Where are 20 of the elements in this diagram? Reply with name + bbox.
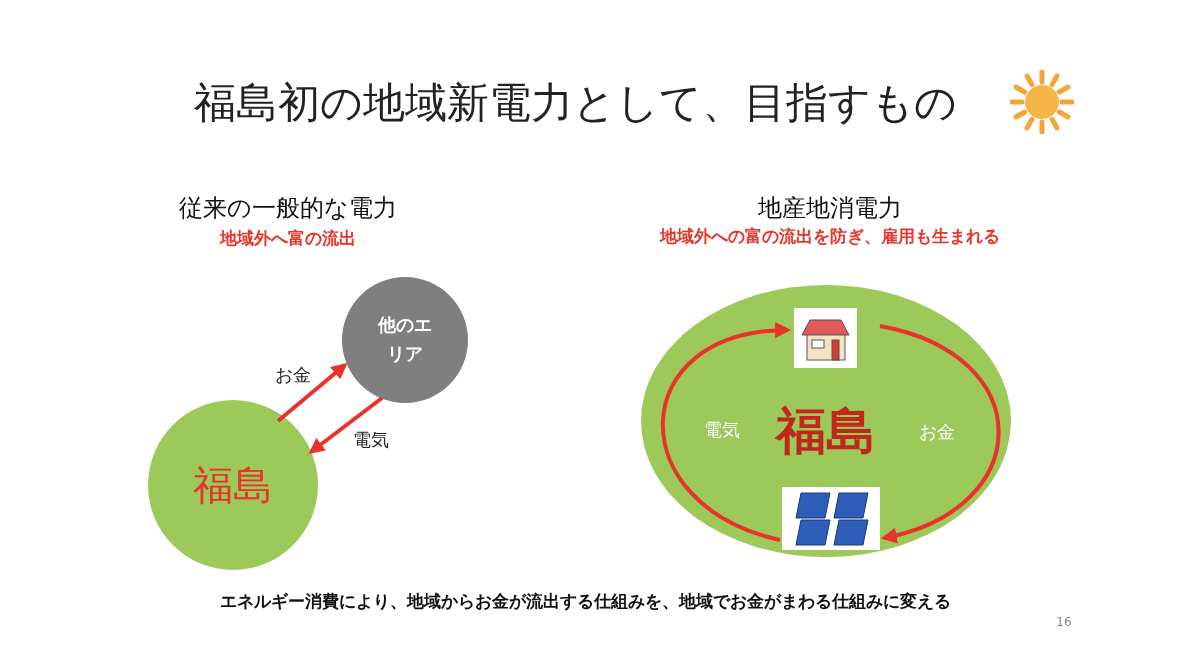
edge-label: 電気 bbox=[704, 418, 740, 442]
section-subheading: 地域外への富の流出を防ぎ、雇用も生まれる bbox=[660, 224, 1000, 248]
picture bbox=[794, 308, 857, 368]
picture bbox=[782, 487, 880, 550]
section-subheading: 地域外へ富の流出 bbox=[220, 226, 356, 250]
section-heading: 地産地消電力 bbox=[758, 193, 902, 224]
region-name: 福島 bbox=[193, 460, 273, 510]
arrow bbox=[308, 396, 384, 454]
arrow bbox=[661, 323, 792, 542]
section-heading: 従来の一般的な電力 bbox=[179, 193, 397, 224]
edge-label: お金 bbox=[275, 363, 311, 387]
page-number: 16 bbox=[1056, 615, 1072, 629]
region-name: 福島 bbox=[776, 400, 876, 462]
slide-title: 福島初の地域新電力として、目指すもの bbox=[193, 77, 957, 129]
edge-label: お金 bbox=[919, 420, 955, 444]
arrow bbox=[276, 362, 348, 423]
edge-label: 電気 bbox=[353, 428, 389, 452]
caption: エネルギー消費により、地域からお金が流出する仕組みを、地域でお金がまわる仕組みに変える bbox=[219, 589, 951, 613]
region-name: 他のエリア bbox=[376, 313, 433, 366]
arrow bbox=[879, 324, 1001, 543]
